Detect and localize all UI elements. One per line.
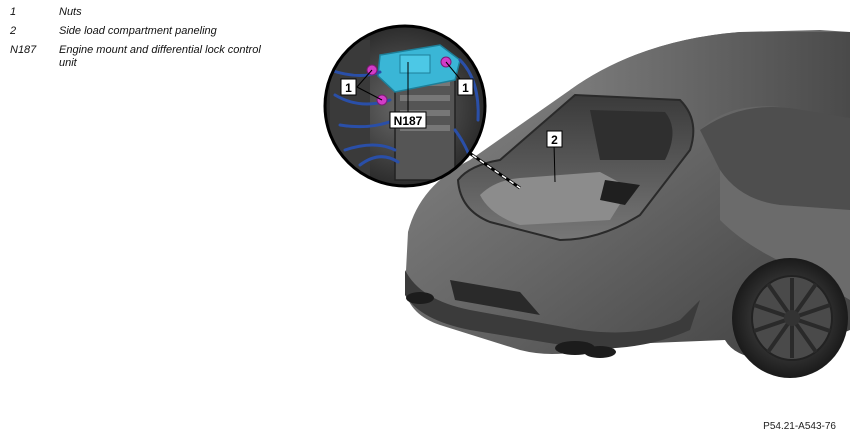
svg-text:2: 2 xyxy=(551,133,558,147)
legend-item-nuts: 1 Nuts xyxy=(8,6,298,25)
legend-text: Side load compartment paneling xyxy=(59,25,217,37)
svg-text:N187: N187 xyxy=(394,114,423,128)
callout-nut-right: 1 xyxy=(457,78,474,96)
legend-text: Nuts xyxy=(59,6,82,18)
rear-wheel xyxy=(732,258,848,378)
rear-bumper xyxy=(405,270,700,358)
callout-control-unit: N187 xyxy=(389,111,427,129)
legend-text: Engine mount and differential lock contr… xyxy=(59,44,261,69)
svg-text:1: 1 xyxy=(462,81,469,95)
figure-code: P54.21-A543-76 xyxy=(763,421,836,432)
legend-key: N187 xyxy=(10,44,37,56)
legend-key: 2 xyxy=(10,25,17,37)
legend-item-control-unit: N187 Engine mount and differential lock … xyxy=(8,44,298,74)
detail-view xyxy=(323,24,487,188)
legend: 1 Nuts 2 Side load compartment paneling … xyxy=(8,6,298,74)
callout-paneling: 2 xyxy=(546,130,563,148)
callout-nut-left: 1 xyxy=(340,78,357,96)
legend-item-paneling: 2 Side load compartment paneling xyxy=(8,25,298,44)
svg-text:1: 1 xyxy=(345,81,352,95)
legend-key: 1 xyxy=(10,6,17,18)
detail-pointer xyxy=(464,148,521,190)
